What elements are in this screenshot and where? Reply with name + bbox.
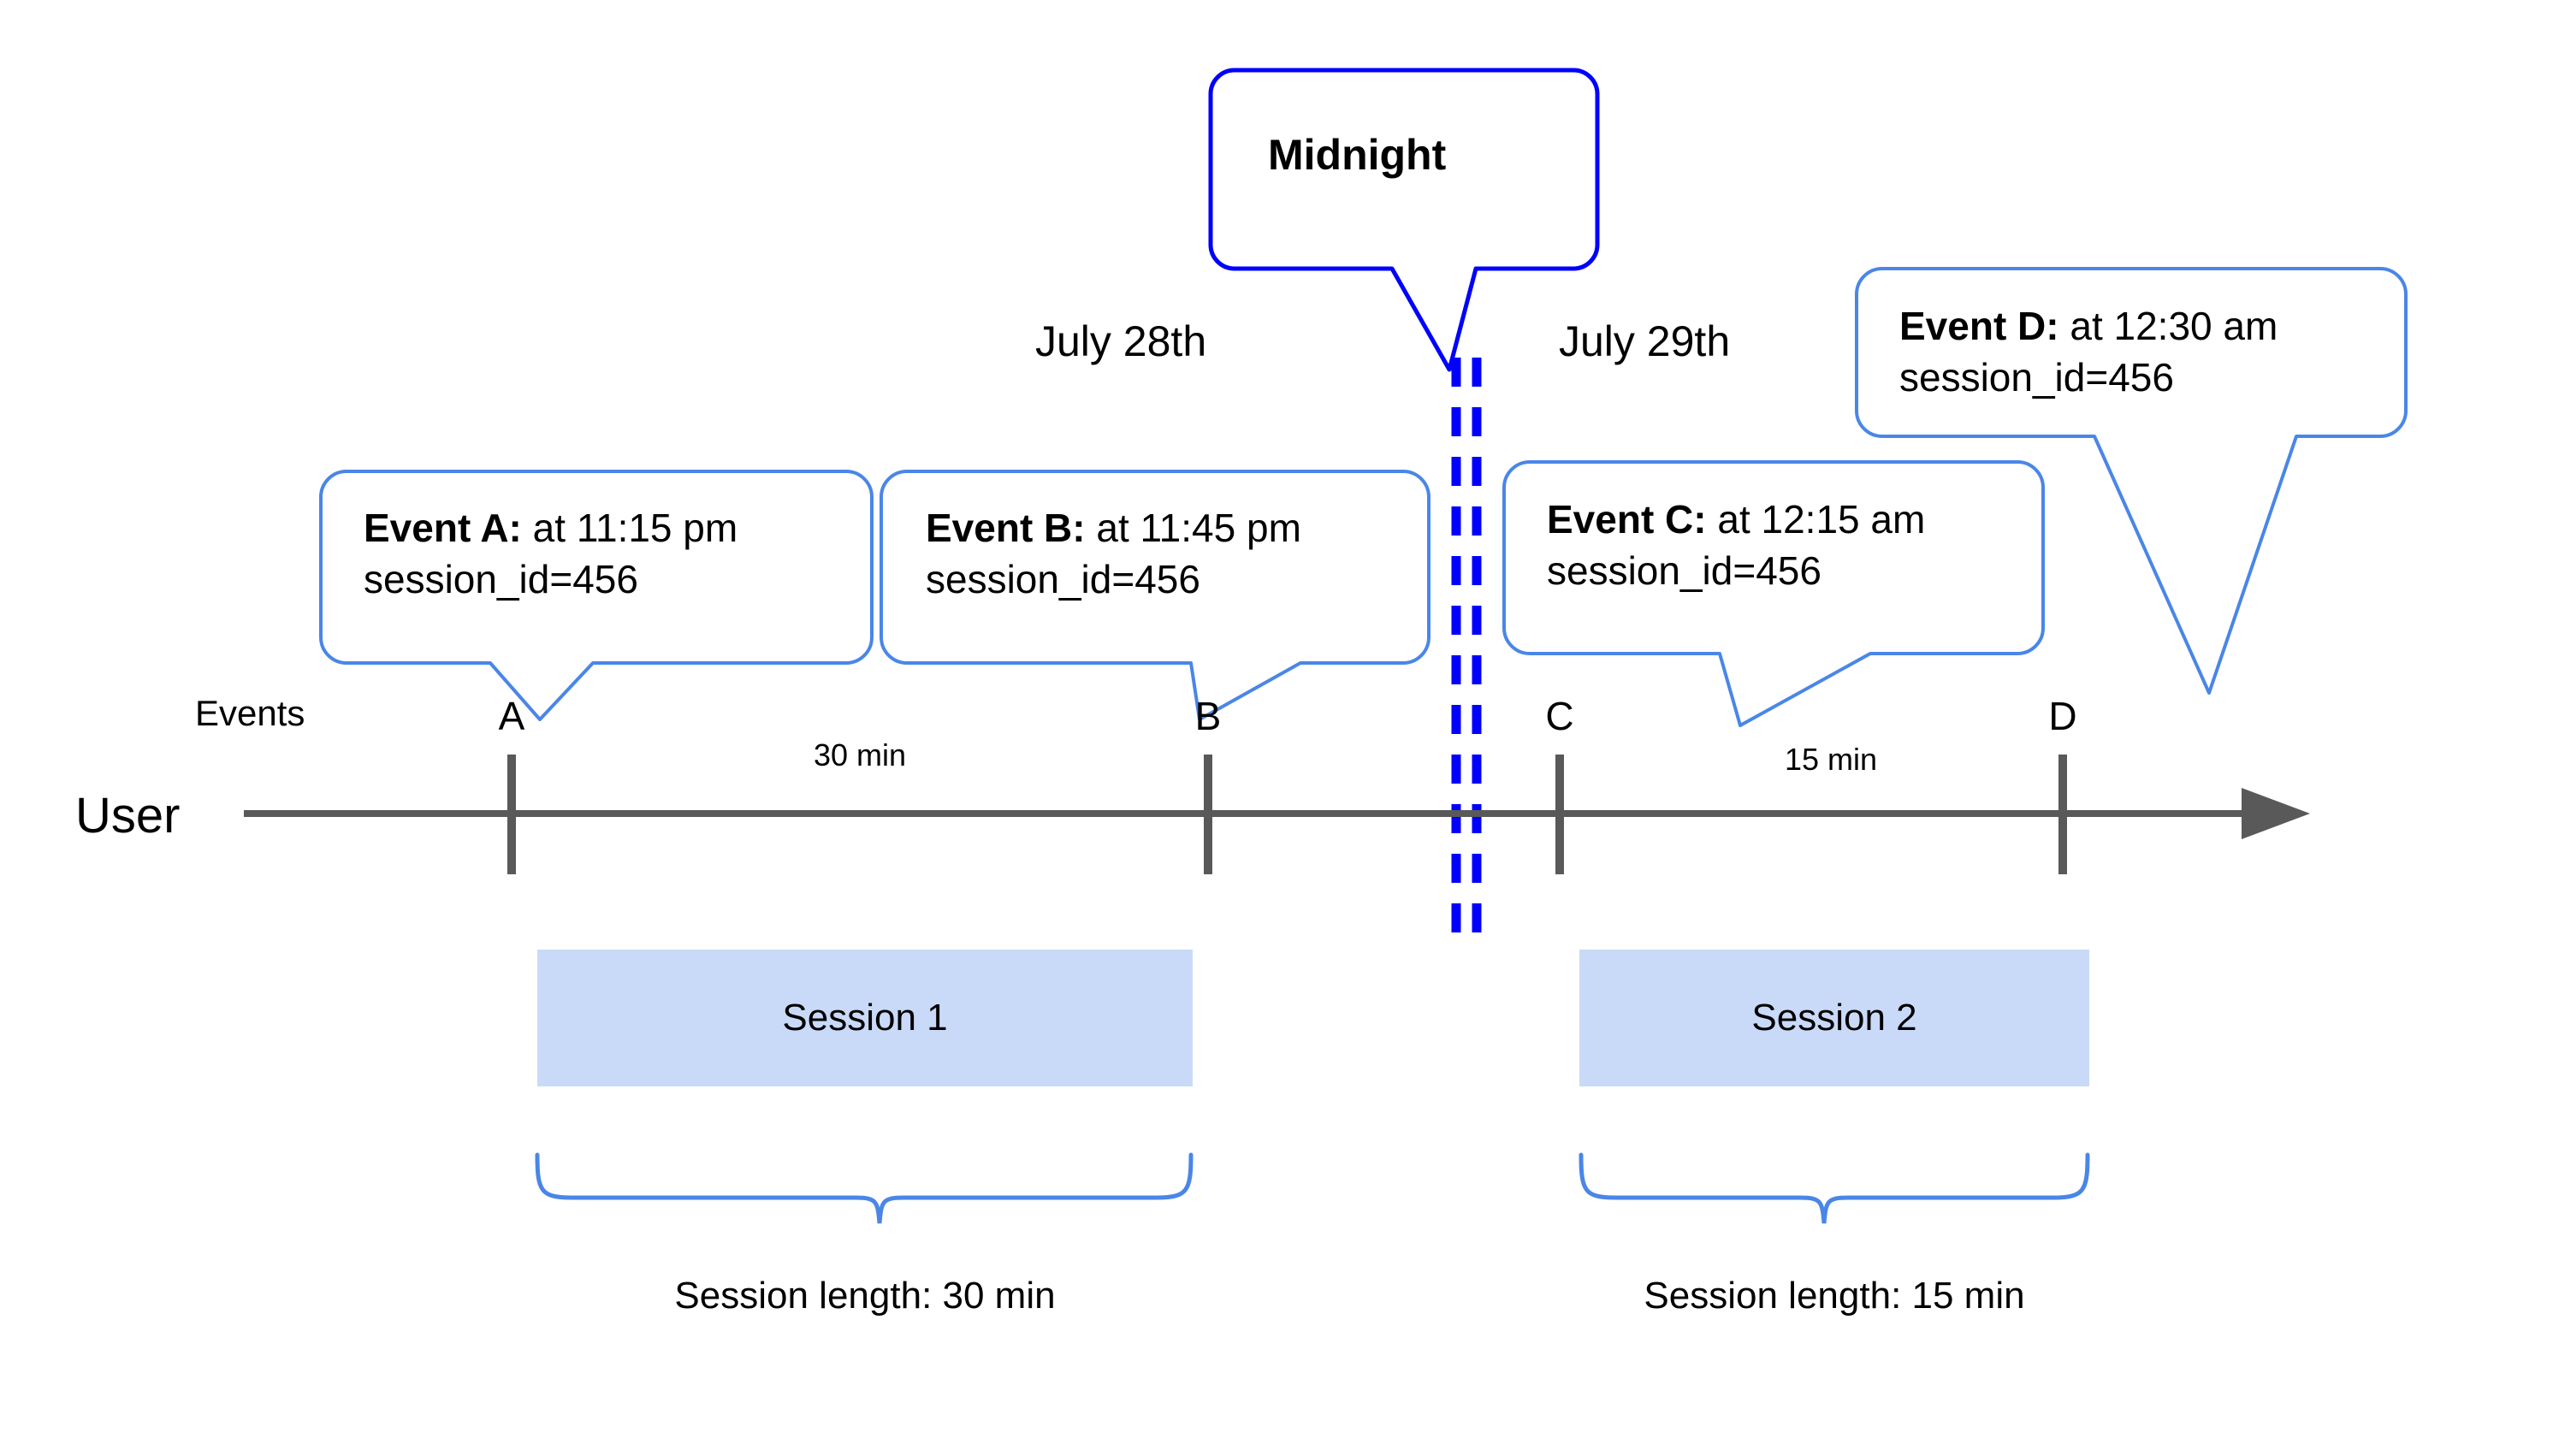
marker-letter-a: A [498, 694, 525, 738]
event-b-attribute: session_id=456 [926, 556, 1200, 601]
user-lane-label: User [75, 788, 181, 843]
day-label-july-29: July 29th [1559, 317, 1731, 365]
session-1-bar: Session 1 [537, 950, 1193, 1086]
session-2-length-caption: Session length: 15 min [1644, 1275, 2025, 1317]
event-c-callout-text: Event C: at 12:15 am session_id=456 [1547, 494, 1925, 597]
session-1-brace [535, 1152, 1194, 1224]
event-d-title: Event D: [1899, 304, 2059, 348]
marker-letter-b: B [1194, 694, 1222, 738]
event-markers [507, 755, 2067, 874]
event-a-time: at 11:15 pm [521, 506, 738, 550]
session-1-label: Session 1 [782, 997, 948, 1039]
gap-label-30-min: 30 min [813, 737, 907, 772]
event-b-time: at 11:45 pm [1085, 506, 1301, 550]
timeline-axis [244, 788, 2310, 839]
event-c-time: at 12:15 am [1706, 497, 1926, 542]
event-d-callout-shape [1855, 267, 2408, 695]
event-b-callout-text: Event B: at 11:45 pm session_id=456 [926, 503, 1301, 606]
event-c-attribute: session_id=456 [1547, 547, 1821, 593]
event-b-callout-shape [880, 470, 1431, 721]
marker-letter-c: C [1545, 694, 1574, 738]
event-d-attribute: session_id=456 [1899, 354, 2174, 400]
midnight-dashed-lines [1451, 358, 1482, 932]
event-c-callout-shape [1502, 460, 2045, 727]
day-label-july-28: July 28th [1035, 317, 1207, 365]
session-2-brace [1579, 1152, 2090, 1224]
event-a-callout-text: Event A: at 11:15 pm session_id=456 [364, 503, 737, 606]
events-lane-label: Events [195, 693, 305, 733]
session-2-bar: Session 2 [1579, 950, 2089, 1086]
event-d-time: at 12:30 am [2058, 304, 2278, 348]
marker-letter-d: D [2048, 694, 2077, 738]
event-a-callout-shape [319, 470, 874, 721]
midnight-label: Midnight [1268, 131, 1447, 179]
event-b-title: Event B: [926, 506, 1086, 550]
session-2-label: Session 2 [1751, 997, 1917, 1039]
midnight-callout-shape [1208, 68, 1600, 372]
event-d-callout-text: Event D: at 12:30 am session_id=456 [1899, 301, 2278, 404]
event-c-title: Event C: [1547, 497, 1707, 542]
gap-label-15-min: 15 min [1784, 742, 1878, 777]
session-1-length-caption: Session length: 30 min [674, 1275, 1056, 1317]
event-a-title: Event A: [364, 506, 522, 550]
event-a-attribute: session_id=456 [364, 556, 638, 601]
